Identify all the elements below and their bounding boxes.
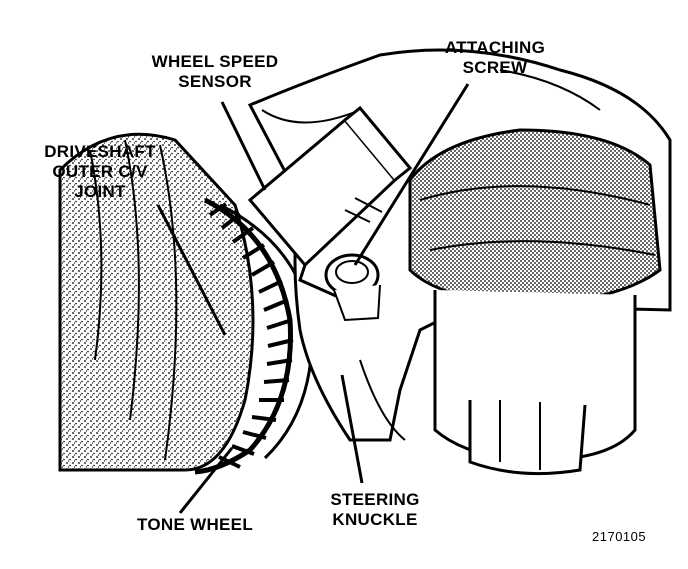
attaching-screw-shape (324, 253, 381, 322)
label-wheel-speed-sensor: WHEEL SPEED SENSOR (140, 52, 290, 92)
leader-steering-knuckle (340, 374, 364, 484)
label-steering-knuckle: STEERING KNUCKLE (310, 490, 440, 530)
wheel-speed-sensor-shape (247, 105, 413, 302)
label-driveshaft-joint-line-1: DRIVESHAFT (44, 142, 156, 161)
label-driveshaft-joint: DRIVESHAFT OUTER C/V JOINT (20, 142, 180, 202)
label-attaching-screw-line-2: SCREW (462, 58, 528, 77)
hub-boot-shape (408, 128, 662, 476)
label-driveshaft-joint-line-2: OUTER C/V (52, 162, 148, 181)
label-attaching-screw: ATTACHING SCREW (430, 38, 560, 78)
leader-lines (156, 83, 470, 514)
leader-wheel-speed-sensor (220, 101, 267, 191)
label-driveshaft-joint-line-3: JOINT (74, 182, 126, 201)
leader-driveshaft-joint (156, 204, 227, 336)
label-attaching-screw-line-1: ATTACHING (444, 38, 546, 57)
label-steering-knuckle-line-1: STEERING (330, 490, 420, 509)
leader-attaching-screw (353, 83, 470, 266)
label-wheel-speed-sensor-line-1: WHEEL SPEED (151, 52, 279, 71)
driveshaft-cv-joint-shape (58, 132, 255, 472)
label-steering-knuckle-line-2: KNUCKLE (332, 510, 418, 529)
figure-id: 2170105 (592, 529, 647, 544)
label-tone-wheel: TONE WHEEL (120, 515, 270, 535)
tone-wheel-shape (194, 197, 314, 475)
label-tone-wheel-line-1: TONE WHEEL (136, 515, 254, 534)
label-wheel-speed-sensor-line-2: SENSOR (178, 72, 252, 91)
leader-tone-wheel (178, 447, 234, 514)
